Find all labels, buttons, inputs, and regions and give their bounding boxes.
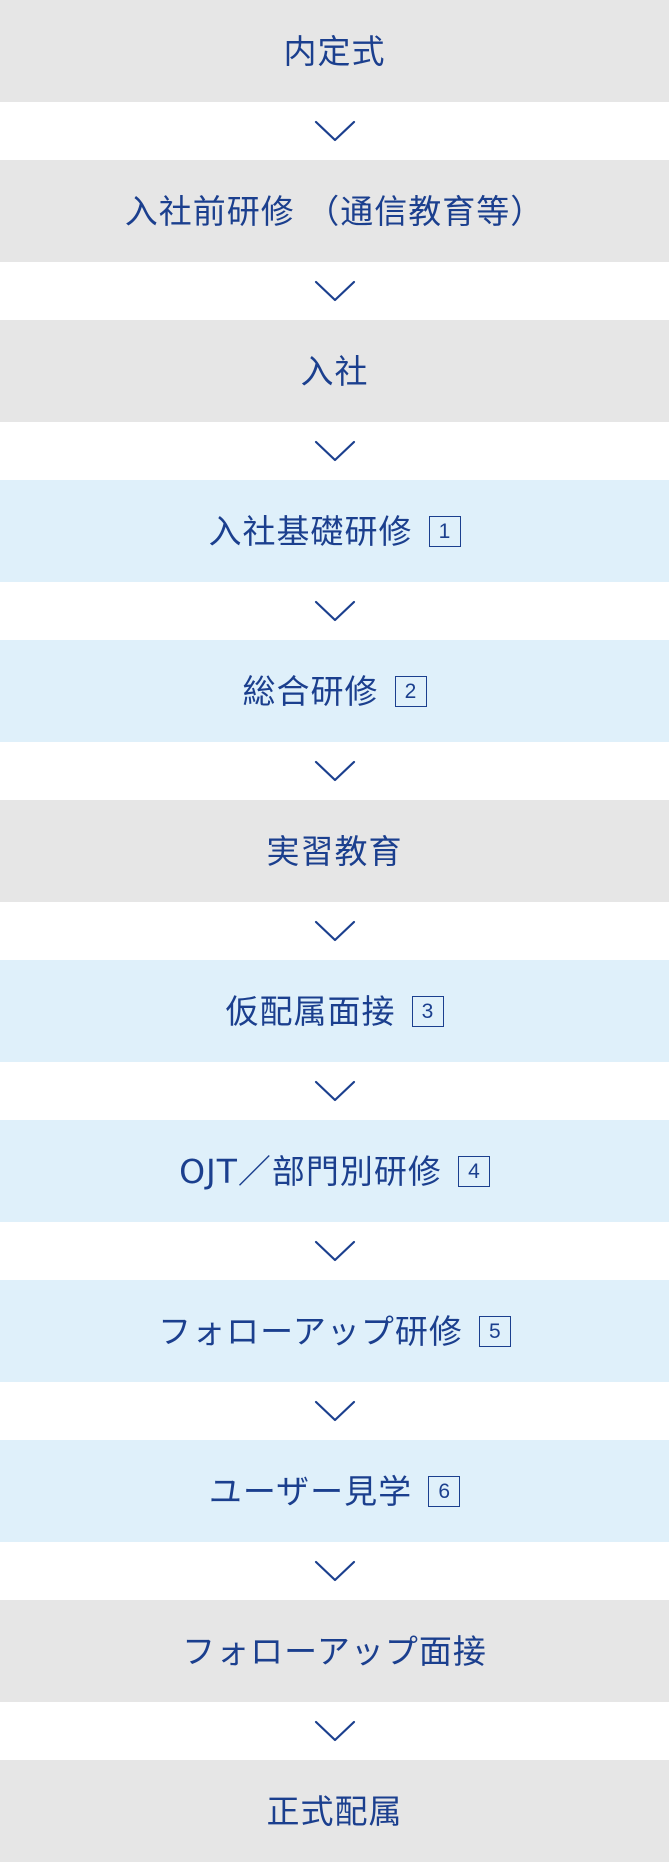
step-label: フォローアップ研修	[158, 1311, 463, 1351]
chevron-down-icon	[314, 1720, 356, 1742]
step-official-assignment: 正式配属	[0, 1760, 669, 1862]
chevron-down-icon	[314, 760, 356, 782]
chevron-down-icon	[314, 600, 356, 622]
step-label: 入社	[300, 351, 369, 391]
step-naiteishiki: 内定式	[0, 0, 669, 102]
chevron-down-icon	[314, 1560, 356, 1582]
step-label: 仮配属面接	[225, 991, 396, 1031]
step-number-badge: 4	[457, 1155, 490, 1187]
step-practical-education: 実習教育	[0, 800, 669, 902]
step-number-badge: 6	[428, 1475, 461, 1507]
step-number-badge: 5	[478, 1315, 511, 1347]
step-number-badge: 1	[428, 515, 461, 547]
step-pre-entry-training: 入社前研修 （通信教育等）	[0, 160, 669, 262]
step-label: OJT／部門別研修	[179, 1151, 442, 1191]
step-label: 入社前研修 （通信教育等）	[124, 191, 545, 231]
step-user-visit: ユーザー見学 6	[0, 1440, 669, 1542]
step-label: 内定式	[283, 31, 386, 71]
step-provisional-assignment-interview: 仮配属面接 3	[0, 960, 669, 1062]
step-ojt-department-training: OJT／部門別研修 4	[0, 1120, 669, 1222]
step-number-badge: 3	[411, 995, 444, 1027]
chevron-down-icon	[314, 120, 356, 142]
step-label: ユーザー見学	[208, 1471, 413, 1511]
step-label: 正式配属	[266, 1791, 403, 1831]
step-basic-training: 入社基礎研修 1	[0, 480, 669, 582]
chevron-down-icon	[314, 440, 356, 462]
step-label: フォローアップ面接	[182, 1631, 487, 1671]
step-joining: 入社	[0, 320, 669, 422]
step-label: 入社基礎研修	[208, 511, 413, 551]
chevron-down-icon	[314, 1400, 356, 1422]
step-follow-up-training: フォローアップ研修 5	[0, 1280, 669, 1382]
chevron-down-icon	[314, 280, 356, 302]
step-number-badge: 2	[394, 675, 427, 707]
step-follow-up-interview: フォローアップ面接	[0, 1600, 669, 1702]
step-general-training: 総合研修 2	[0, 640, 669, 742]
chevron-down-icon	[314, 920, 356, 942]
step-label: 実習教育	[266, 831, 403, 871]
chevron-down-icon	[314, 1240, 356, 1262]
step-label: 総合研修	[242, 671, 379, 711]
chevron-down-icon	[314, 1080, 356, 1102]
